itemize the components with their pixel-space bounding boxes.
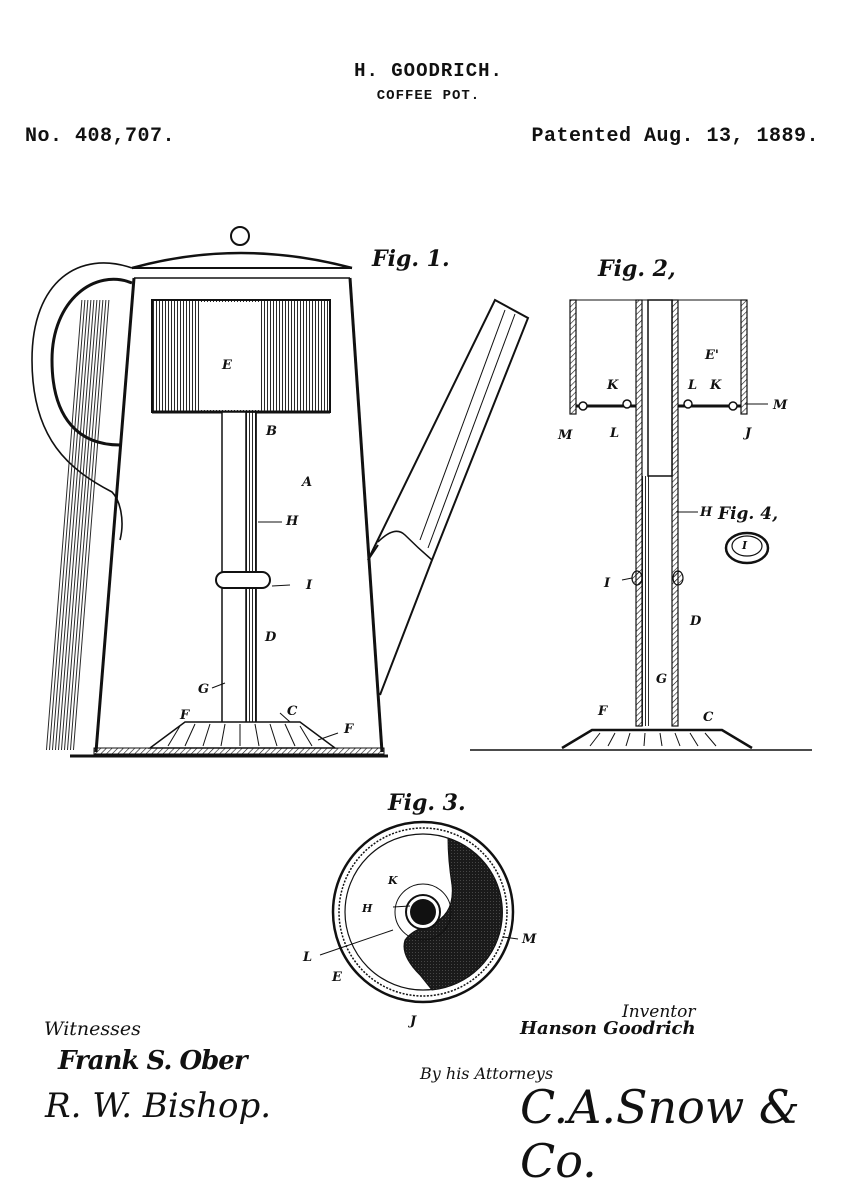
figure-2-section <box>470 299 812 751</box>
attorneys-signature: C.A.Snow & Co. <box>520 1080 800 1188</box>
figure-3-top-view <box>331 820 515 1004</box>
inventor-label: Inventor <box>622 1002 696 1022</box>
part-label-H: H <box>362 902 373 915</box>
fig-2-label: Fig. 2, <box>598 256 676 282</box>
part-label-J: J <box>410 1014 417 1029</box>
part-label-L: L <box>303 950 313 965</box>
part-label-D: D <box>690 614 702 629</box>
part-label-K: K <box>607 378 619 393</box>
part-label-M: M <box>522 932 537 947</box>
part-label-L: L <box>688 378 698 393</box>
part-label-E: E <box>332 970 342 985</box>
figure-4-ring <box>724 531 770 565</box>
part-label-K: K <box>388 874 398 887</box>
invention-title: COFFEE POT. <box>376 88 481 104</box>
part-label-I: I <box>306 578 313 593</box>
leader-lines <box>211 403 768 956</box>
part-label-A: A <box>302 475 313 490</box>
part-label-F: F <box>180 708 190 723</box>
part-label-M: M <box>773 398 788 413</box>
part-label-F: F <box>598 704 608 719</box>
witnesses-label: Witnesses <box>44 1018 141 1040</box>
part-label-B: B <box>266 424 277 439</box>
part-label-F: F <box>344 722 354 737</box>
fig-3-label: Fig. 3. <box>388 790 466 816</box>
part-label-D: D <box>265 630 277 645</box>
part-label-J: J <box>745 426 752 441</box>
part-label-L: L <box>610 426 620 441</box>
part-label-E-prime: E' <box>705 348 719 363</box>
part-label-M: M <box>558 428 573 443</box>
patent-number: No. 408,707. <box>25 125 176 148</box>
part-label-H: H <box>700 505 713 520</box>
part-label-E: E <box>222 358 232 373</box>
patent-date: Patented Aug. 13, 1889. <box>531 125 819 148</box>
fig-4-label: Fig. 4, <box>718 504 778 524</box>
part-label-H: H <box>286 514 299 529</box>
part-label-I: I <box>604 576 611 591</box>
fig-1-label: Fig. 1. <box>372 246 450 272</box>
part-label-G: G <box>198 682 210 697</box>
inventor-name: H. GOODRICH. <box>354 60 503 82</box>
part-label-K: K <box>710 378 722 393</box>
attorneys-label: By his Attorneys <box>420 1064 554 1083</box>
witness-2-signature: R. W. Bishop. <box>45 1086 272 1126</box>
part-label-C: C <box>287 704 298 719</box>
witness-1-signature: Frank S. Ober <box>58 1046 248 1076</box>
part-label-G: G <box>656 672 668 687</box>
part-label-C: C <box>703 710 714 725</box>
inventor-signature: Hanson Goodrich <box>520 1018 696 1039</box>
part-label-I: I <box>742 539 748 552</box>
figure-1-coffee-pot <box>31 226 530 758</box>
